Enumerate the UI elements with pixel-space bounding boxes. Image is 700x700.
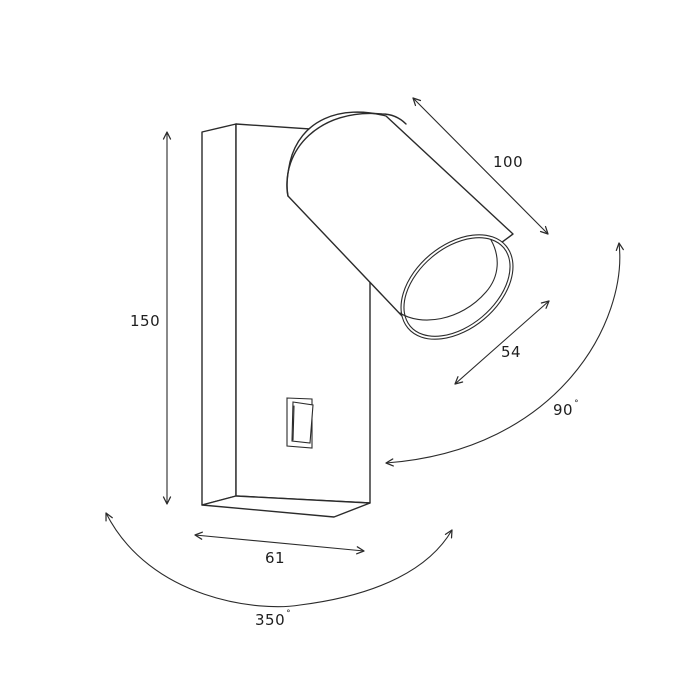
degree-symbol: °	[286, 609, 292, 619]
head-length-dimension	[412, 97, 549, 235]
height-label: 150	[130, 312, 160, 330]
head-diameter-label: 54	[501, 343, 521, 361]
head-length-label: 100	[493, 153, 523, 171]
width-label: 61	[265, 549, 285, 567]
tilt-angle-label: 90°	[553, 399, 580, 419]
swivel-arc	[105, 512, 453, 608]
rocker-switch	[286, 397, 314, 449]
tilt-angle-value: 90	[553, 401, 574, 419]
swivel-angle-value: 350	[255, 611, 286, 629]
degree-symbol: °	[574, 399, 580, 409]
head-length-value: 100	[493, 153, 524, 171]
tilt-arc	[385, 242, 624, 467]
swivel-angle-label: 350°	[255, 609, 292, 629]
width-value: 61	[265, 549, 286, 567]
height-value: 150	[130, 312, 161, 330]
head-diameter-value: 54	[501, 343, 522, 361]
